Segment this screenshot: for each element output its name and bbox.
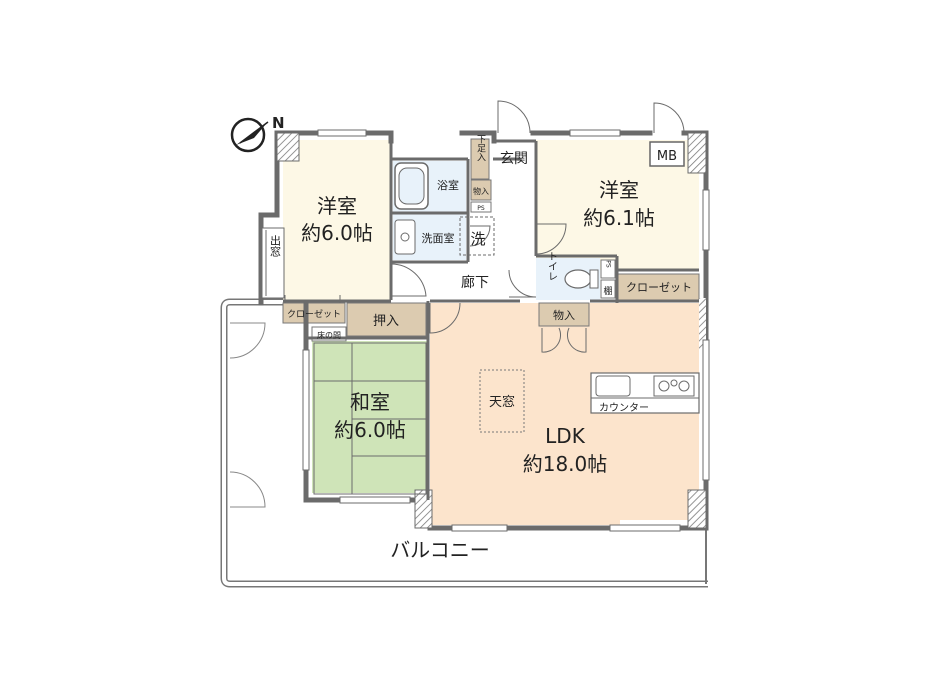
doors [284, 100, 685, 353]
closet-right-label: クローゼット [626, 281, 692, 294]
closet-left-label: クローゼット [287, 308, 341, 320]
washer-label: 洗 [470, 230, 485, 248]
skylight-label: 天窓 [489, 394, 515, 410]
wall-hatch-east-mid [699, 298, 706, 350]
japanese-room-floor [312, 341, 428, 493]
japanese-room-size: 約6.0帖 [334, 418, 406, 442]
ldk-name: LDK [545, 424, 586, 448]
ps-label-toilet: PS [605, 260, 612, 268]
storage-ldk-box [538, 302, 590, 327]
shoe-storage-box [470, 138, 490, 180]
shoe-storage-label: 下足入 [475, 135, 486, 162]
oshiire-box [346, 302, 427, 337]
entrance-label: 玄関 [500, 150, 528, 167]
compass-north-label: N [272, 114, 285, 132]
bay-window-label: 出窓 [269, 234, 282, 257]
shelf-label: 棚 [603, 285, 612, 297]
ps-box-toilet [600, 259, 616, 279]
washer-space [459, 216, 495, 256]
tokonoma-label: 床の間 [317, 330, 341, 340]
balcony-door-lower [229, 471, 266, 508]
corridor-label: 廊下 [461, 274, 489, 291]
western-room-1-size: 約6.0帖 [301, 221, 373, 245]
balcony-label: バルコニー [390, 538, 490, 562]
kitchen-sink [595, 375, 631, 397]
oshiire-label: 押入 [373, 314, 399, 329]
bath-label: 浴室 [437, 178, 459, 192]
wall-hatch-se [687, 489, 707, 529]
inner-walls [283, 139, 699, 500]
western-room-1-floor [283, 140, 391, 302]
shelf-box [600, 279, 616, 299]
storage-bath-label: 物入 [473, 186, 489, 196]
wall-hatch-nw [276, 132, 300, 162]
counter-label: カウンター [599, 402, 649, 414]
japanese-room-name: 和室 [350, 390, 390, 414]
windows [302, 129, 710, 532]
mb-box [649, 141, 685, 167]
western-room-2-name: 洋室 [599, 178, 639, 202]
mb-label: MB [657, 149, 677, 164]
storage-bath-box [470, 179, 492, 201]
balcony-door-upper [229, 322, 266, 359]
wall-hatch-ne [687, 132, 707, 174]
tatami-lines [313, 342, 427, 495]
western-room-1-name: 洋室 [317, 194, 357, 218]
storage-ldk-label: 物入 [553, 308, 575, 322]
toilet-bowl [564, 269, 592, 289]
ldk-size: 約18.0帖 [523, 452, 608, 476]
ldk-floor [430, 303, 699, 525]
ps-box-bath [470, 201, 492, 213]
western-room-2-size: 約6.1帖 [583, 206, 655, 230]
closet-left-box [282, 302, 346, 324]
washroom-label: 洗面室 [422, 231, 455, 245]
toilet-label: トイレ [546, 251, 558, 281]
skylight-box [479, 369, 525, 433]
wash-basin [394, 219, 416, 255]
ps-label-bath: PS [477, 205, 485, 212]
compass: N [230, 114, 285, 153]
bay-window-frame [261, 227, 285, 299]
